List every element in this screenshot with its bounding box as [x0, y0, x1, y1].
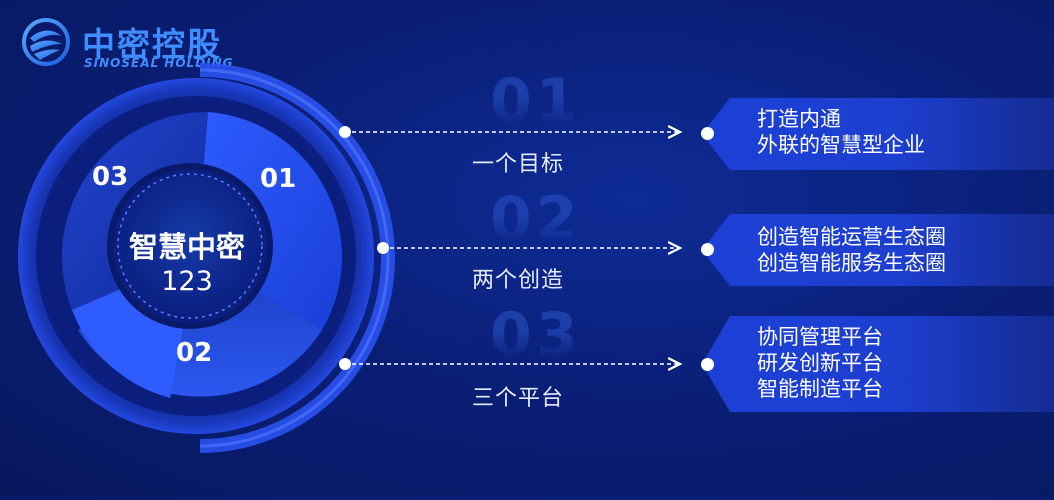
circle-rings — [18, 63, 395, 453]
row-1-line-1: 打造内通 — [757, 107, 841, 131]
company-logo: 中密控股 SINOSEAL HOLDING — [22, 14, 252, 70]
logo-swirl-icon — [22, 18, 70, 66]
row-1-big-number: 01 — [490, 66, 582, 136]
row-2-line-2: 创造智能服务生态圈 — [757, 251, 946, 275]
row-2-box-dot — [701, 243, 714, 256]
logo-name-en: SINOSEAL HOLDING — [84, 56, 234, 70]
row-1-label: 一个目标 — [472, 152, 565, 177]
center-title: 智慧中密 — [128, 230, 245, 264]
row-3-box: 协同管理平台 研发创新平台 智能制造平台 — [702, 316, 1054, 412]
row-2-start-dot — [377, 242, 389, 254]
center-number: 123 — [161, 266, 213, 297]
row-2-box: 创造智能运营生态圈 创造智能服务生态圈 — [702, 214, 1054, 286]
row-3-box-dot — [701, 358, 714, 371]
segment-label-01: 01 — [260, 164, 297, 194]
row-1-start-dot — [339, 126, 351, 138]
row-2-line-1: 创造智能运营生态圈 — [757, 225, 946, 249]
row-3-label: 三个平台 — [472, 386, 565, 411]
row-1-box: 打造内通 外联的智慧型企业 — [702, 98, 1054, 170]
row-2-big-number: 02 — [490, 184, 582, 254]
row-3-line-2: 研发创新平台 — [757, 351, 883, 375]
row-1-box-dot — [701, 127, 714, 140]
row-3-big-number: 03 — [490, 300, 582, 370]
circle-graphic: 智慧中密 123 01 02 03 — [0, 0, 420, 496]
row-3-start-dot — [339, 358, 351, 370]
row-3-line-3: 智能制造平台 — [757, 377, 883, 401]
segment-label-02: 02 — [176, 338, 213, 368]
row-1-line-2: 外联的智慧型企业 — [757, 133, 925, 157]
logo-name-cn: 中密控股 — [82, 25, 222, 64]
row-3-line-1: 协同管理平台 — [757, 325, 883, 349]
row-2-label: 两个创造 — [472, 268, 565, 293]
segment-label-03: 03 — [92, 162, 129, 192]
